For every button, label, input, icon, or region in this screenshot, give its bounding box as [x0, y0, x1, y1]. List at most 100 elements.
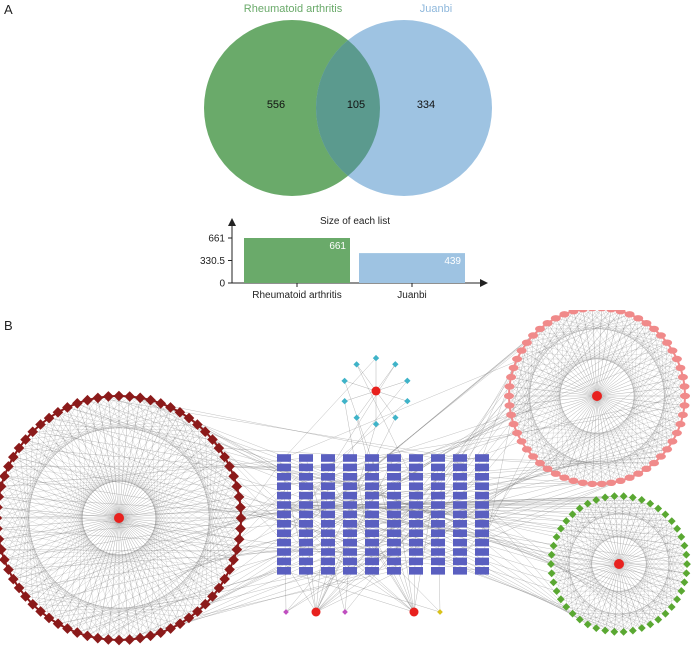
edge: [240, 457, 285, 519]
target-node: [431, 510, 445, 519]
edge: [0, 518, 219, 589]
edge: [77, 400, 88, 633]
left-cluster-node: [113, 390, 125, 402]
edge: [526, 342, 603, 485]
edge: [57, 412, 219, 449]
right-top-cluster-node: [667, 438, 678, 445]
edge: [618, 496, 624, 565]
target-node: [321, 548, 335, 556]
edge: [596, 328, 655, 397]
target-node: [453, 491, 467, 500]
edge: [375, 390, 396, 418]
y-tick-label: 0: [219, 279, 225, 290]
edge: [40, 486, 237, 612]
edge: [129, 396, 181, 624]
edge: [513, 367, 630, 478]
edge: [566, 563, 620, 608]
edge: [97, 397, 237, 487]
edge: [349, 335, 662, 506]
right-top-cluster-node: [624, 474, 635, 481]
edge: [0, 396, 130, 497]
target-node: [409, 520, 423, 528]
edge: [572, 563, 688, 614]
target-node: [277, 538, 291, 547]
edge: [57, 396, 109, 624]
edge: [513, 367, 557, 474]
edge: [118, 517, 198, 612]
right-bottom-cluster-node: [547, 569, 556, 578]
left-cluster-node: [231, 481, 243, 492]
left-cluster-node: [207, 434, 218, 445]
edge: [587, 503, 685, 583]
edge: [611, 310, 655, 464]
edge: [596, 310, 612, 397]
edge: [556, 563, 620, 592]
y-axis-arrow: [228, 218, 236, 226]
edge: [0, 496, 120, 519]
edge: [393, 350, 673, 468]
right-top-cluster-node: [577, 479, 588, 486]
edge: [25, 517, 120, 597]
edge: [327, 401, 408, 468]
edge: [40, 424, 206, 432]
edge: [591, 342, 668, 485]
edge: [87, 399, 234, 477]
edge: [553, 545, 597, 629]
target-node: [453, 501, 467, 509]
edge: [547, 395, 598, 469]
edge: [8, 466, 181, 624]
edge: [77, 403, 88, 636]
top-cluster-hub: [371, 386, 381, 396]
edge: [108, 539, 240, 640]
edge: [564, 314, 673, 351]
right-top-cluster-node: [512, 429, 523, 437]
edge: [218, 447, 395, 459]
edge: [48, 476, 234, 619]
target-node: [409, 510, 423, 519]
target-node: [365, 501, 379, 509]
edge: [150, 403, 161, 636]
edge: [118, 517, 220, 589]
right-bottom-cluster-node: [549, 541, 558, 550]
edge: [118, 424, 198, 519]
edge: [118, 517, 240, 540]
edge: [596, 395, 639, 474]
target-node: [475, 520, 489, 528]
edge: [550, 563, 615, 632]
right-bottom-cluster-node: [667, 517, 676, 525]
edge: [25, 431, 33, 597]
edge: [118, 517, 241, 529]
edge: [118, 517, 151, 636]
edge: [564, 395, 598, 478]
right-bottom-cluster-node: [661, 609, 670, 618]
edge: [97, 517, 120, 639]
edge: [239, 496, 439, 543]
edge: [327, 417, 396, 553]
edge: [653, 350, 673, 464]
edge: [140, 397, 241, 529]
right-top-cluster-node: [506, 373, 517, 381]
target-node: [365, 454, 379, 462]
edge: [596, 395, 612, 483]
right-bottom-cluster-node: [575, 615, 584, 624]
edge: [139, 407, 171, 639]
edge: [32, 604, 198, 612]
edge: [516, 323, 548, 434]
right-top-cluster-node: [655, 453, 666, 460]
edge: [118, 517, 130, 640]
edge: [118, 407, 171, 519]
edge: [160, 403, 238, 550]
right-top-cluster-node: [662, 339, 673, 346]
edge: [629, 314, 639, 474]
target-node: [453, 482, 467, 490]
edge: [205, 431, 213, 597]
edge: [579, 606, 672, 620]
bottom-node: [437, 609, 443, 615]
edge: [118, 517, 161, 633]
edge: [526, 342, 598, 397]
edge: [0, 530, 120, 641]
target-node: [387, 538, 401, 547]
edge: [602, 310, 662, 457]
target-node: [277, 510, 291, 519]
edge: [511, 414, 668, 450]
